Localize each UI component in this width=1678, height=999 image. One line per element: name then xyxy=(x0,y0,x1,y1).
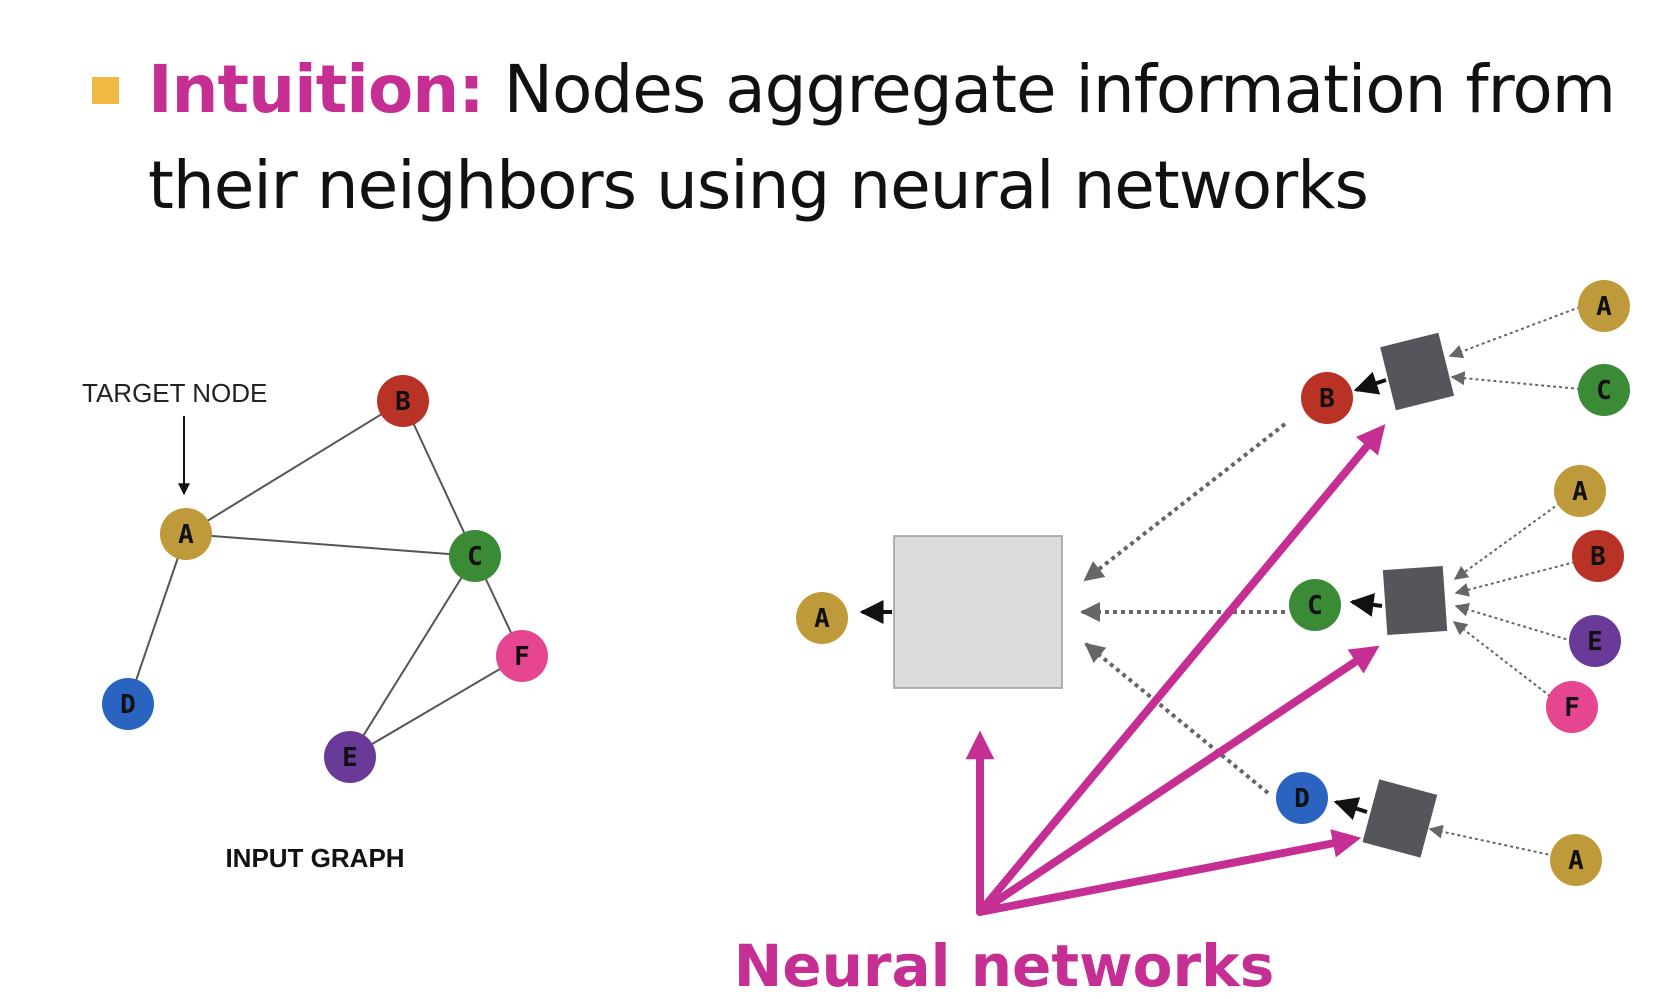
node-circle xyxy=(1546,681,1598,733)
neural-networks-label: Neural networks xyxy=(734,932,1274,999)
edge-d-aggregator xyxy=(1084,642,1270,795)
node-label: F xyxy=(1564,693,1580,723)
node-label: A xyxy=(1572,477,1588,507)
comp-root-node-a: A xyxy=(796,592,848,644)
nn-box-d xyxy=(1333,779,1438,858)
node-label: E xyxy=(1587,627,1603,657)
input-node-e: E xyxy=(324,731,376,783)
edge-leaf-b2-boxc xyxy=(1454,561,1576,597)
nn-box-b xyxy=(1353,332,1455,411)
comp-leaf-c1: C xyxy=(1578,364,1630,416)
comp-leaf-b2: B xyxy=(1572,530,1624,582)
input-graph: TARGET NODE A B C D E xyxy=(82,375,548,873)
slide-title: Intuition: Nodes aggregate information f… xyxy=(148,42,1648,234)
node-circle xyxy=(1550,834,1602,886)
computation-graph: A B C D A C A B xyxy=(734,280,1630,999)
node-label: B xyxy=(1590,542,1606,572)
aggregator-box xyxy=(893,535,1063,689)
node-circle xyxy=(102,678,154,730)
edge-leaf-a1-boxb xyxy=(1448,306,1581,359)
node-label: B xyxy=(395,387,411,417)
node-circle xyxy=(1569,615,1621,667)
node-circle xyxy=(377,375,429,427)
node-circle xyxy=(496,630,548,682)
nn-box-output-arrow xyxy=(1349,592,1383,617)
leaf-to-box-edges xyxy=(1428,306,1581,858)
comp-leaf-e2: E xyxy=(1569,615,1621,667)
comp-leaf-a2: A xyxy=(1554,465,1606,517)
edge-leaf-a2-boxc xyxy=(1453,502,1561,580)
node-label: F xyxy=(514,642,530,672)
title-keyword: Intuition: xyxy=(148,51,485,128)
level1-to-aggregator-edges xyxy=(1080,422,1287,795)
node-label: E xyxy=(342,743,358,773)
input-node-d: D xyxy=(102,678,154,730)
edge-a-d xyxy=(127,533,187,705)
nn-box xyxy=(1380,332,1455,411)
node-circle xyxy=(324,731,376,783)
node-circle xyxy=(1554,465,1606,517)
node-label: A xyxy=(178,520,194,550)
node-label: C xyxy=(467,542,483,572)
nn-box xyxy=(1382,565,1448,636)
nn-box-c xyxy=(1349,565,1448,636)
comp-node-d: D xyxy=(1276,772,1328,824)
nn-box xyxy=(1362,779,1438,858)
nn-arrow-box-b xyxy=(976,424,1386,916)
node-label: A xyxy=(814,604,830,634)
node-circle xyxy=(1289,579,1341,631)
edge-b-c xyxy=(402,400,476,557)
node-label: D xyxy=(120,690,136,720)
node-label: C xyxy=(1596,376,1612,406)
nn-arrow-box-d xyxy=(976,829,1362,916)
target-node-label: TARGET NODE xyxy=(82,378,267,408)
edge-e-f xyxy=(349,655,523,758)
node-label: D xyxy=(1294,784,1310,814)
comp-node-c: C xyxy=(1289,579,1341,631)
title-line-1: Nodes aggregate information from xyxy=(483,51,1616,128)
comp-leaf-f2: F xyxy=(1546,681,1598,733)
node-circle xyxy=(796,592,848,644)
node-label: A xyxy=(1596,292,1612,322)
node-circle xyxy=(1301,372,1353,424)
node-circle xyxy=(1572,530,1624,582)
bullet-marker xyxy=(92,77,119,104)
edge-a-c xyxy=(185,533,476,557)
edge-leaf-e2-boxc xyxy=(1454,602,1573,642)
node-circle xyxy=(1578,280,1630,332)
input-node-b: B xyxy=(377,375,429,427)
node-label: B xyxy=(1319,384,1335,414)
edge-c-e xyxy=(349,555,476,758)
nn-box-output-arrow xyxy=(1333,797,1368,821)
edge-b-aggregator xyxy=(1083,422,1287,582)
node-label: C xyxy=(1307,591,1323,621)
node-circle xyxy=(1276,772,1328,824)
node-circle xyxy=(449,530,501,582)
comp-node-b: B xyxy=(1301,372,1353,424)
comp-leaf-a3: A xyxy=(1550,834,1602,886)
edge-leaf-f2-boxc xyxy=(1452,621,1556,701)
input-node-a: A xyxy=(160,508,212,560)
node-circle xyxy=(160,508,212,560)
input-graph-title: INPUT GRAPH xyxy=(225,843,404,873)
comp-leaf-a1: A xyxy=(1578,280,1630,332)
neural-network-arrows xyxy=(965,424,1386,916)
edge-leaf-a3-boxd xyxy=(1428,824,1561,858)
edge-a-b xyxy=(185,400,404,535)
edge-leaf-c1-boxb xyxy=(1450,371,1581,390)
nn-arrow-box-c xyxy=(976,645,1380,916)
nn-box-output-arrow xyxy=(1353,371,1387,395)
input-node-f: F xyxy=(496,630,548,682)
node-label: A xyxy=(1568,846,1584,876)
input-node-c: C xyxy=(449,530,501,582)
node-circle xyxy=(1578,364,1630,416)
title-line-2: their neighbors using neural networks xyxy=(148,147,1369,224)
